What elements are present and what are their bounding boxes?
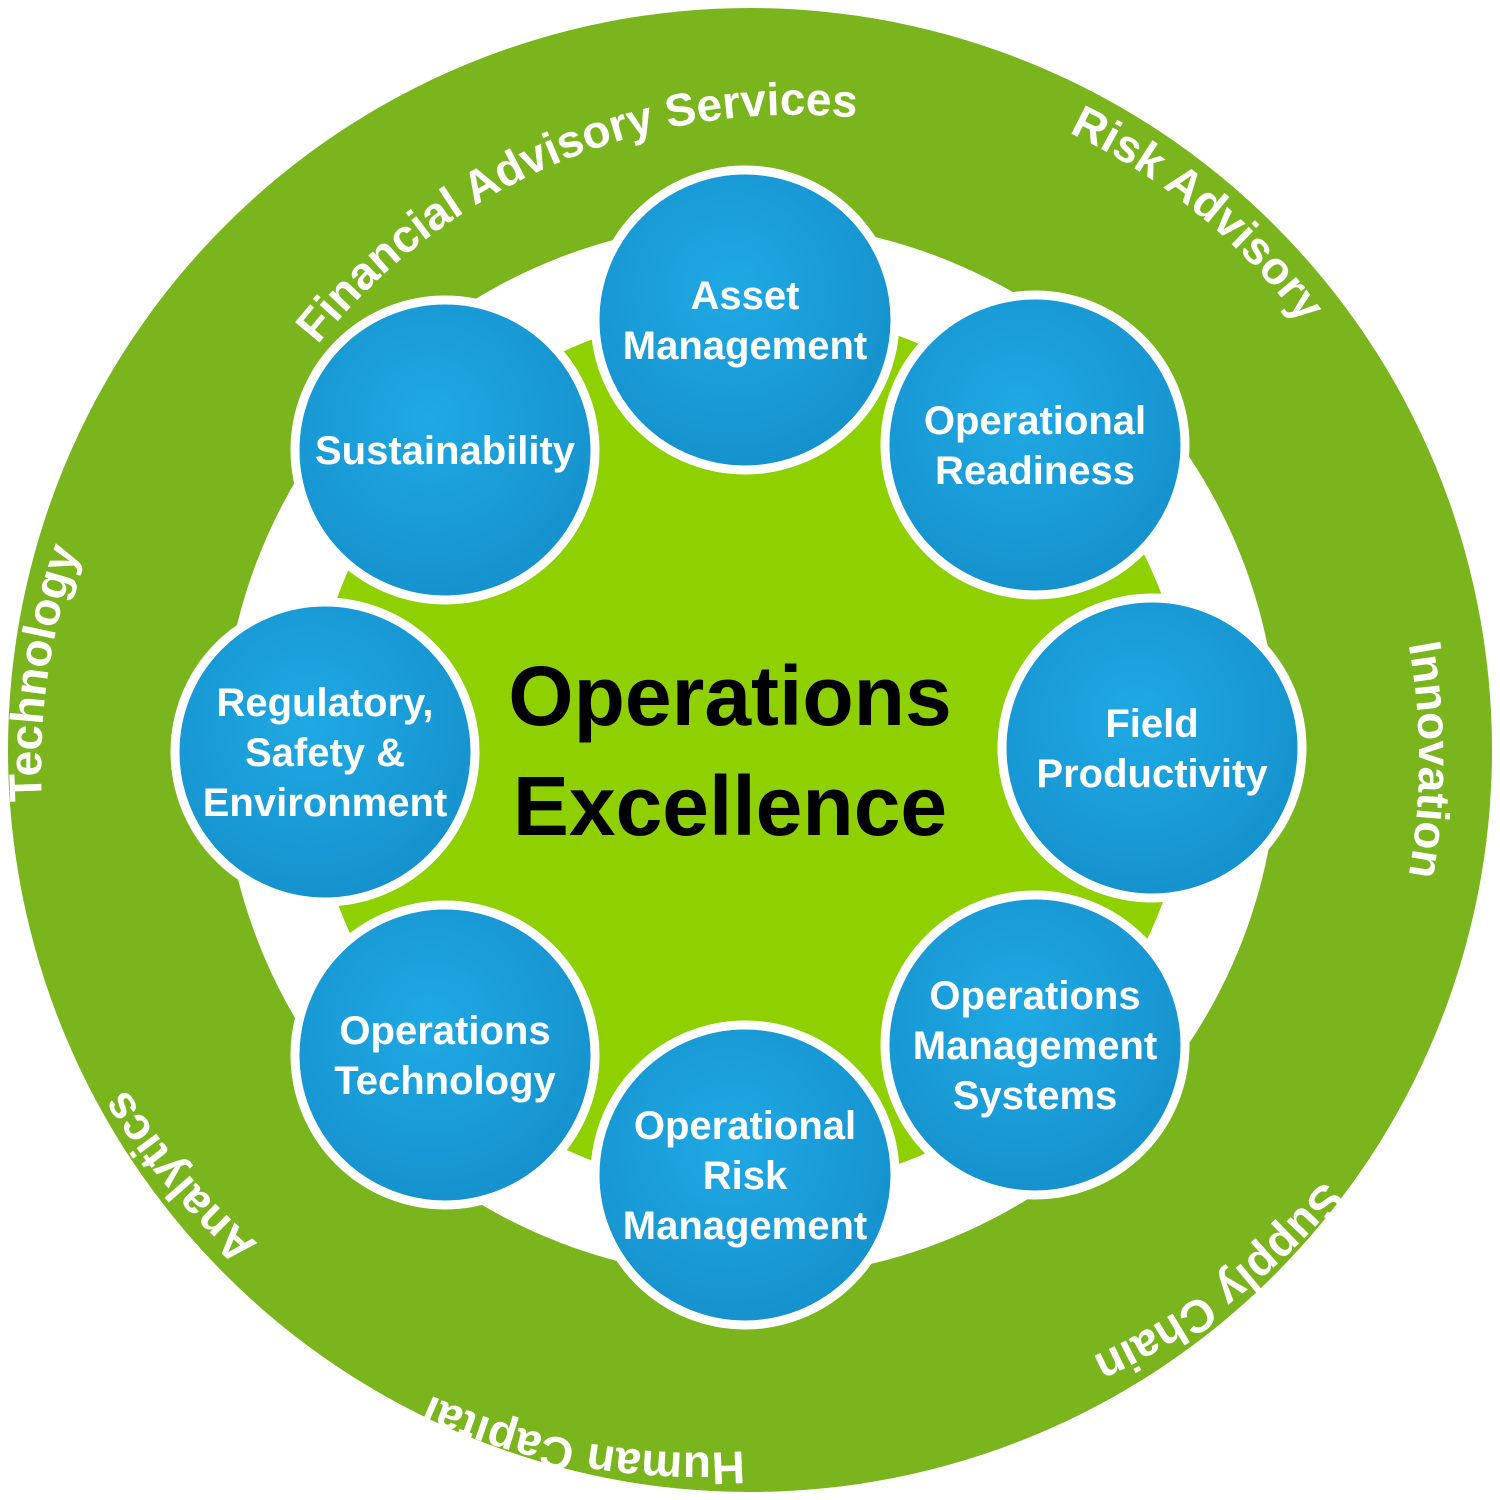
node-label-line: Management: [623, 1204, 868, 1248]
node-label-line: Asset: [691, 274, 800, 318]
node-label-line: Productivity: [1036, 752, 1268, 796]
node-circle: [290, 295, 600, 605]
node-circle: [997, 593, 1307, 903]
node-label-line: Management: [623, 324, 868, 368]
node-circle: [290, 900, 600, 1210]
node-label-line: Operations: [929, 974, 1140, 1018]
node-label-line: Field: [1105, 702, 1198, 746]
node-label-line: Regulatory,: [216, 681, 433, 725]
node-circle: [880, 290, 1190, 600]
nodes-layer: AssetManagementOperationalReadinessField…: [170, 165, 1307, 1330]
node-circle: [880, 890, 1190, 1200]
node-label-line: Safety &: [245, 731, 405, 775]
node-label-line: Operational: [634, 1104, 856, 1148]
node-label-line: Readiness: [935, 449, 1135, 493]
node-label-line: Environment: [203, 781, 447, 825]
node-label-line: Systems: [953, 1074, 1118, 1118]
node-label-line: Management: [913, 1024, 1158, 1068]
node-circle: [590, 165, 900, 475]
node-circle: [170, 597, 480, 907]
node-sustainability: Sustainability: [290, 295, 600, 605]
node-label-line: Operations: [339, 1009, 550, 1053]
node-regulatory-safety-environment: Regulatory, Safety & Environment: [170, 597, 480, 907]
node-label-line: Operational: [924, 399, 1146, 443]
node-label-line: Risk: [703, 1154, 788, 1198]
node-circle: [590, 1020, 900, 1330]
ring-label-innovation: Innovation: [1399, 637, 1461, 882]
node-label-line: Sustainability: [315, 429, 576, 473]
node-label-line: Technology: [334, 1059, 556, 1103]
center-title-line2: Excellence: [513, 759, 947, 853]
center-title-line1: Operations: [508, 649, 951, 743]
